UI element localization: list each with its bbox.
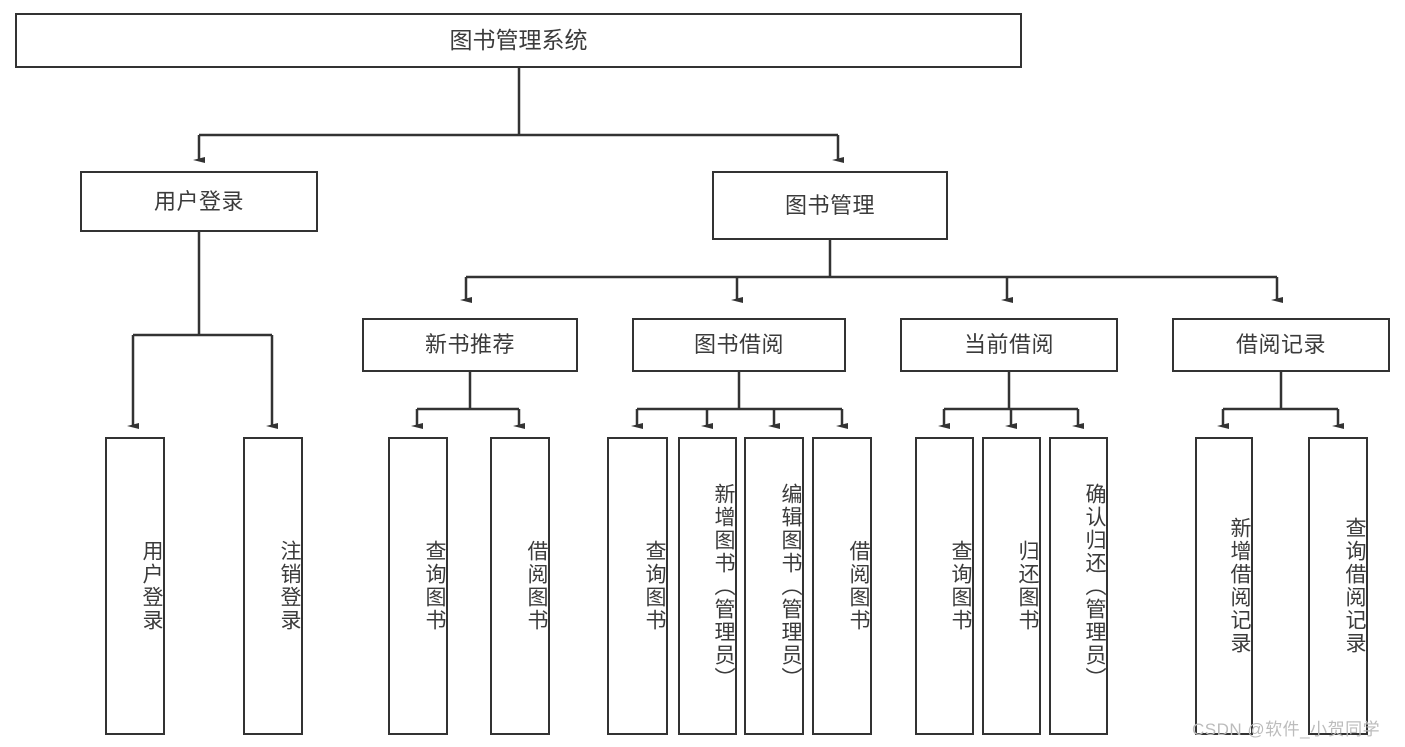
node-label: 查询图书 bbox=[423, 540, 446, 632]
leaf-borrow-edit-book-admin[interactable]: 编辑图书（管理员） bbox=[744, 437, 804, 735]
node-borrow-record[interactable]: 借阅记录 bbox=[1172, 318, 1390, 372]
node-label: 用户登录 bbox=[153, 188, 244, 214]
node-label: 查询图书 bbox=[949, 540, 972, 632]
node-label: 新增借阅记录 bbox=[1228, 517, 1251, 655]
csdn-watermark: CSDN @软件_小贺同学 bbox=[1192, 720, 1381, 739]
node-label: 查询图书 bbox=[643, 540, 666, 632]
node-label: 编辑图书（管理员） bbox=[779, 482, 802, 690]
node-label: 图书管理系统 bbox=[449, 26, 588, 53]
leaf-record-add-record[interactable]: 新增借阅记录 bbox=[1195, 437, 1253, 735]
node-label: 借阅图书 bbox=[847, 540, 870, 632]
node-label: 新增图书（管理员） bbox=[712, 482, 735, 690]
node-book-borrow[interactable]: 图书借阅 bbox=[632, 318, 846, 372]
leaf-record-query-record[interactable]: 查询借阅记录 bbox=[1308, 437, 1368, 735]
node-label: 当前借阅 bbox=[963, 332, 1054, 358]
node-label: 借阅图书 bbox=[525, 540, 548, 632]
node-book-management[interactable]: 图书管理 bbox=[712, 171, 948, 240]
leaf-current-confirm-return-admin[interactable]: 确认归还（管理员） bbox=[1049, 437, 1108, 735]
leaf-current-return-book[interactable]: 归还图书 bbox=[982, 437, 1041, 735]
node-label: 图书借阅 bbox=[693, 332, 784, 358]
leaf-new-book-query-book[interactable]: 查询图书 bbox=[388, 437, 448, 735]
leaf-borrow-add-book-admin[interactable]: 新增图书（管理员） bbox=[678, 437, 737, 735]
node-new-book-recommend[interactable]: 新书推荐 bbox=[362, 318, 578, 372]
leaf-new-book-borrow-book[interactable]: 借阅图书 bbox=[490, 437, 550, 735]
node-label: 归还图书 bbox=[1016, 540, 1039, 632]
node-label: 图书管理 bbox=[784, 192, 875, 218]
node-user-login[interactable]: 用户登录 bbox=[80, 171, 318, 232]
leaf-current-query-book[interactable]: 查询图书 bbox=[915, 437, 974, 735]
node-label: 确认归还（管理员） bbox=[1083, 482, 1106, 690]
leaf-borrow-borrow-book[interactable]: 借阅图书 bbox=[812, 437, 872, 735]
node-label: 新书推荐 bbox=[424, 332, 515, 358]
leaf-user-login-login[interactable]: 用户登录 bbox=[105, 437, 165, 735]
leaf-user-login-logout[interactable]: 注销登录 bbox=[243, 437, 303, 735]
node-label: 查询借阅记录 bbox=[1343, 517, 1366, 655]
node-root-book-management-system[interactable]: 图书管理系统 bbox=[15, 13, 1022, 68]
node-label: 用户登录 bbox=[140, 540, 163, 632]
node-label: 借阅记录 bbox=[1235, 332, 1326, 358]
node-label: 注销登录 bbox=[278, 540, 301, 632]
node-current-borrow[interactable]: 当前借阅 bbox=[900, 318, 1118, 372]
leaf-borrow-query-book[interactable]: 查询图书 bbox=[607, 437, 668, 735]
